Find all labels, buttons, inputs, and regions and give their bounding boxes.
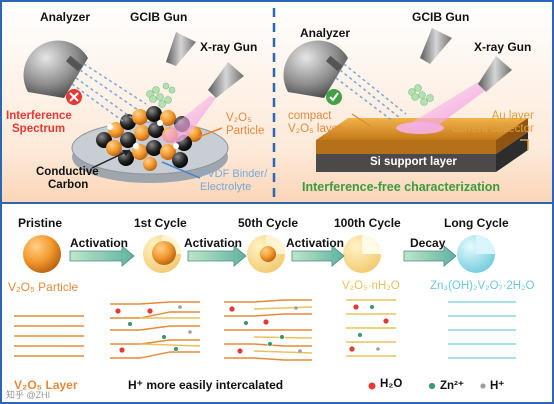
stage-pristine: Pristine: [18, 216, 63, 230]
legend-zn: Zn²⁺: [440, 380, 464, 392]
xray-gun-right: [478, 56, 512, 92]
carbon-line-1: Conductive: [36, 166, 99, 178]
legend-h: H⁺: [490, 380, 505, 392]
photoelectron-lines-right: [335, 63, 407, 123]
intercalated-caption: H⁺ more easily intercalated: [128, 378, 284, 392]
cycle1-sphere: [143, 235, 181, 273]
stage-cycle-100: 100th Cycle: [334, 216, 401, 230]
compact-line-1: compact: [288, 110, 332, 122]
xray-gun-left: [208, 62, 244, 98]
pristine-layers: [14, 315, 84, 357]
carbon-line-2: Carbon: [48, 179, 89, 191]
particle-label: V₂O₅ Particle: [226, 112, 264, 138]
analyzer-label-left: Analyzer: [40, 10, 91, 24]
particle-caption: V₂O₅ Particle: [8, 280, 79, 294]
arrow-label-2: Activation: [184, 236, 243, 250]
long-cycle-sphere: [457, 235, 495, 273]
carbon-pointer: [91, 149, 131, 169]
zinc-caption: Zn₃(OH)₂V₂O₇·2H₂O: [430, 280, 535, 292]
stage-cycle-1: 1st Cycle: [134, 216, 187, 230]
cycle100-layers: [346, 299, 396, 357]
gcib-gun-left: [166, 32, 196, 66]
legend-h2o: H₂O: [380, 378, 403, 390]
particle-line-2: Particle: [226, 125, 265, 137]
cycle1-layers: [110, 301, 201, 359]
carbon-label: Conductive Carbon: [36, 166, 99, 192]
arrow-label-4: Decay: [410, 236, 446, 250]
long-cycle-layers: [448, 301, 516, 359]
interference-label: Interference Spectrum: [6, 110, 72, 136]
gcib-label-right: GCIB Gun: [412, 10, 470, 24]
gas-cluster-right: [408, 84, 434, 106]
hydrate-caption: V₂O₅·nH₂O: [342, 280, 400, 292]
analyzer-label-right: Analyzer: [300, 26, 351, 40]
legend-h-marker: [480, 383, 486, 389]
au-line-1: Au layer: [491, 110, 534, 122]
analyzer-right: [283, 40, 348, 98]
arrow-label-3: Activation: [286, 236, 345, 250]
interference-free-caption: Interference-free characterization: [302, 180, 500, 194]
analyzer-left: [23, 40, 88, 98]
si-layer-label: Si support layer: [370, 156, 457, 168]
binder-line-1: PVDF Binder/: [200, 168, 268, 180]
xray-beam-right: [406, 82, 486, 130]
error-icon: [66, 89, 82, 105]
binder-label: PVDF Binder/ Electrolyte: [200, 168, 267, 194]
au-pointer: [520, 139, 529, 150]
watermark: 知乎 @ZHI: [6, 390, 51, 400]
xray-label-right: X-ray Gun: [474, 40, 532, 54]
carbon-pointer-head: [122, 150, 130, 156]
arrow-label-1: Activation: [70, 236, 129, 250]
particle-line-1: V₂O₅: [226, 112, 252, 124]
photoelectron-lines-left: [71, 63, 147, 123]
binder-line-2: Electrolyte: [200, 181, 252, 193]
xray-label-left: X-ray Gun: [200, 40, 258, 54]
compact-pointer: [351, 113, 371, 127]
stage-long-cycle: Long Cycle: [444, 216, 509, 230]
cycle50-layers: [224, 299, 313, 361]
gas-cluster-left: [146, 82, 176, 108]
particle-pointer: [195, 127, 223, 139]
xray-beam-left: [158, 96, 216, 144]
layer-caption: V₂O₅ Layer: [14, 378, 78, 392]
binder-pointer: [161, 161, 201, 179]
cycle100-sphere: [343, 235, 381, 273]
pristine-sphere: [23, 235, 61, 273]
au-label: Au layer current collector: [452, 110, 534, 136]
cycle50-sphere: [247, 235, 285, 273]
compact-label: compact V₂O₅ layer: [288, 110, 342, 136]
transition-arrows: [69, 245, 457, 267]
check-icon: [326, 89, 342, 105]
gcib-gun-right: [420, 28, 452, 64]
compact-line-2: V₂O₅ layer: [288, 123, 342, 135]
interference-line-1: Interference: [6, 110, 72, 122]
interference-line-2: Spectrum: [12, 123, 66, 135]
stage-cycle-50: 50th Cycle: [238, 216, 299, 230]
legend-zn-marker: [428, 382, 436, 390]
au-line-2: current collector: [452, 123, 534, 135]
legend-h2o-marker: [368, 382, 376, 390]
gcib-label-left: GCIB Gun: [130, 10, 188, 24]
